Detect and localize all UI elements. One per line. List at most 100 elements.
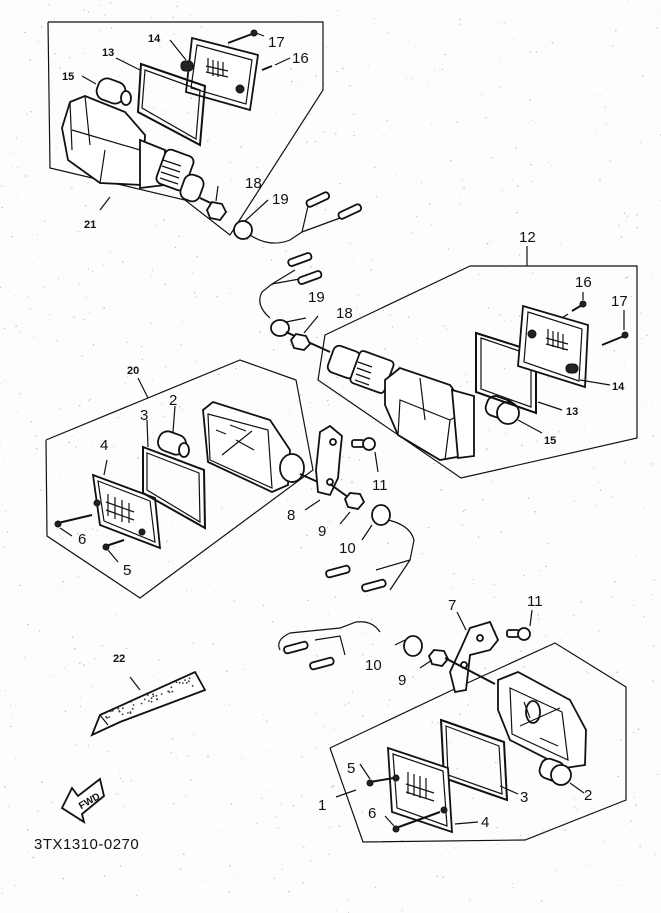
- paper-speck: [447, 284, 449, 286]
- paper-speck: [90, 441, 92, 443]
- lens-gasket-13[interactable]: [136, 62, 207, 147]
- paper-speck: [177, 1, 179, 2]
- bolt-11[interactable]: [351, 437, 376, 451]
- paper-speck: [650, 594, 653, 596]
- bulb-15b[interactable]: [483, 394, 520, 425]
- paper-speck: [170, 751, 172, 754]
- paper-speck: [389, 314, 391, 316]
- paper-speck: [332, 785, 335, 787]
- screw-5[interactable]: [105, 539, 125, 547]
- paper-speck: [503, 267, 505, 269]
- paper-speck: [456, 767, 458, 769]
- nut-9b[interactable]: [427, 649, 450, 667]
- paper-speck: [194, 296, 196, 298]
- paper-speck: [292, 805, 295, 807]
- paper-speck: [499, 60, 501, 62]
- reflector-dot: [118, 710, 121, 713]
- paper-speck: [327, 382, 329, 384]
- paper-speck: [4, 380, 6, 382]
- paper-speck: [574, 597, 575, 598]
- lens-4b[interactable]: [387, 746, 453, 834]
- paper-speck: [391, 326, 394, 328]
- paper-speck: [53, 18, 55, 20]
- paper-speck: [470, 698, 472, 700]
- paper-speck: [573, 614, 575, 616]
- paper-speck: [330, 786, 333, 788]
- screw-16[interactable]: [261, 65, 273, 71]
- paper-speck: [289, 409, 291, 411]
- lens-gasket-13b[interactable]: [475, 331, 537, 415]
- paper-speck: [36, 448, 38, 450]
- paper-speck: [200, 26, 202, 28]
- screw-5b[interactable]: [369, 777, 395, 783]
- screw-17[interactable]: [227, 33, 253, 44]
- reflector-dot: [130, 700, 133, 703]
- paper-speck: [190, 97, 193, 99]
- paper-speck: [0, 286, 2, 289]
- housing-20[interactable]: [202, 400, 319, 493]
- paper-speck: [152, 107, 155, 109]
- paper-speck: [348, 287, 350, 288]
- paper-speck: [309, 113, 311, 115]
- callout-19b: 19: [308, 289, 325, 306]
- screw-6[interactable]: [57, 514, 93, 524]
- housing-21[interactable]: [61, 95, 216, 206]
- grommet-10[interactable]: [371, 504, 391, 526]
- paper-speck: [397, 366, 400, 368]
- housing-12[interactable]: [326, 344, 475, 461]
- bolt-11b[interactable]: [506, 627, 531, 641]
- paper-speck: [623, 212, 626, 215]
- grommet-10b[interactable]: [403, 635, 423, 657]
- paper-speck: [405, 492, 407, 494]
- bulb-15[interactable]: [94, 76, 132, 106]
- screw-6b[interactable]: [395, 811, 441, 829]
- paper-speck: [115, 614, 117, 616]
- paper-speck: [160, 858, 162, 860]
- screw-17b[interactable]: [601, 335, 625, 346]
- paper-speck: [36, 457, 37, 459]
- stay-8[interactable]: [315, 424, 343, 497]
- paper-speck: [517, 801, 519, 803]
- paper-speck: [493, 435, 495, 437]
- paper-speck: [13, 899, 15, 901]
- housing-1[interactable]: [497, 671, 587, 769]
- reflector-dot: [150, 697, 153, 700]
- paper-speck: [652, 274, 654, 276]
- paper-speck: [382, 309, 385, 312]
- paper-speck: [654, 601, 656, 602]
- paper-speck: [110, 251, 112, 253]
- grommet-19b[interactable]: [270, 319, 290, 337]
- paper-speck: [6, 531, 9, 533]
- grommet-19[interactable]: [233, 220, 253, 240]
- lens-gasket-3b[interactable]: [439, 718, 509, 802]
- paper-speck: [408, 41, 410, 43]
- paper-speck: [386, 32, 388, 34]
- paper-speck: [89, 398, 92, 400]
- paper-speck: [634, 403, 636, 405]
- nut-18b[interactable]: [289, 333, 312, 351]
- paper-speck: [450, 588, 452, 590]
- lens-14[interactable]: [180, 36, 260, 112]
- paper-speck: [118, 770, 120, 772]
- paper-speck: [124, 382, 126, 384]
- paper-speck: [256, 822, 258, 824]
- paper-speck: [548, 153, 550, 155]
- paper-speck: [41, 781, 43, 783]
- lens-gasket-3[interactable]: [142, 445, 207, 530]
- reflector-tape-22[interactable]: [90, 670, 207, 737]
- lens-4[interactable]: [91, 473, 162, 550]
- bulb-2[interactable]: [155, 429, 190, 458]
- nut-9[interactable]: [343, 492, 366, 510]
- paper-speck: [493, 584, 495, 586]
- lens-14b[interactable]: [517, 304, 589, 389]
- paper-speck: [119, 865, 122, 867]
- paper-speck: [448, 248, 450, 250]
- paper-speck: [423, 97, 425, 99]
- paper-speck: [141, 358, 143, 360]
- paper-speck: [504, 319, 506, 321]
- paper-speck: [362, 108, 364, 110]
- bulb-2b[interactable]: [537, 756, 572, 786]
- paper-speck: [431, 223, 433, 226]
- paper-speck: [182, 321, 183, 323]
- nut-18[interactable]: [206, 200, 228, 221]
